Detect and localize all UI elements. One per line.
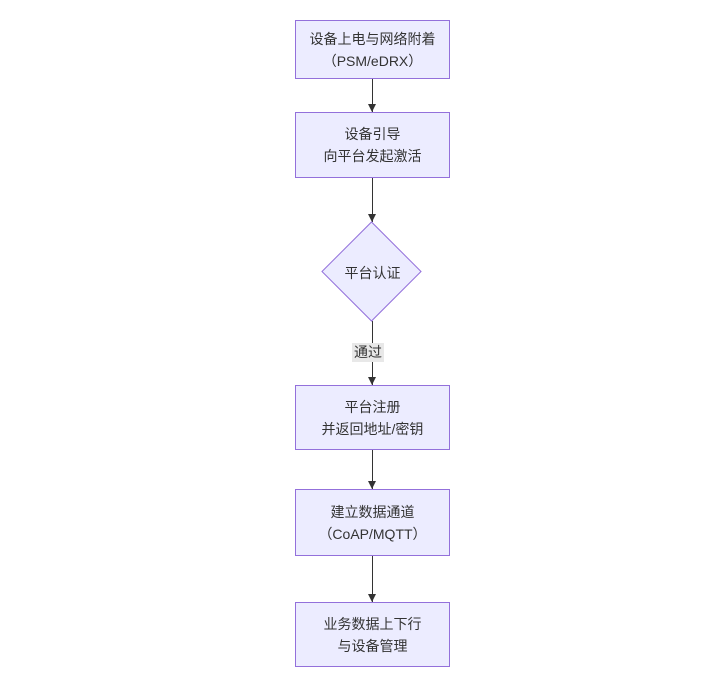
arrow-bootstrap-to-auth — [368, 178, 376, 222]
arrow-register-to-channel — [368, 450, 376, 489]
arrow-channel-to-business — [368, 556, 376, 602]
node-text-line: 与设备管理 — [337, 637, 408, 654]
node-business: 业务数据上下行 与设备管理 — [295, 602, 450, 667]
node-text-line: 设备引导 — [344, 126, 401, 142]
node-text-line: （PSM/eDRX） — [322, 52, 423, 69]
node-register: 平台注册 并返回地址/密钥 — [295, 385, 450, 450]
edge-label-pass: 通过 — [352, 343, 384, 362]
arrow-power-to-bootstrap — [368, 79, 376, 112]
node-text-line: 设备上电与网络附着 — [309, 30, 436, 47]
node-data-channel: 建立数据通道 （CoAP/MQTT） — [295, 489, 450, 556]
node-text-line: （CoAP/MQTT） — [318, 525, 427, 542]
node-text-line: 并返回地址/密钥 — [321, 420, 424, 437]
node-power-on: 设备上电与网络附着 （PSM/eDRX） — [295, 20, 450, 79]
node-text-line: 平台注册 — [344, 398, 401, 415]
node-text-line: 业务数据上下行 — [323, 615, 422, 632]
node-bootstrap: 设备引导 向平台发起激活 — [295, 112, 450, 178]
node-text-line: 向平台发起激活 — [323, 148, 422, 164]
decision-label: 平台认证 — [344, 264, 401, 281]
node-text-line: 建立数据通道 — [330, 503, 415, 520]
decision-platform-auth: 平台认证 — [321, 221, 423, 323]
